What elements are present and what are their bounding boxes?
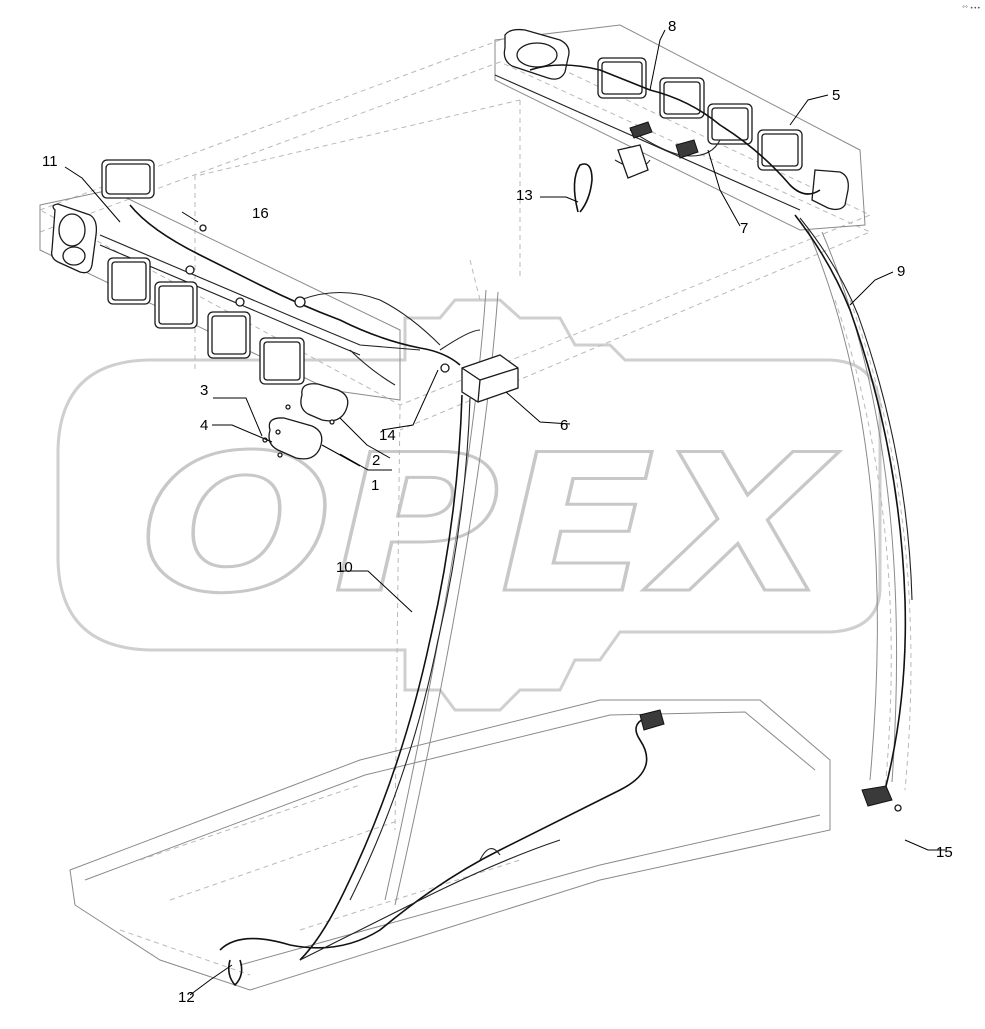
callout-11: 11 [42, 153, 58, 170]
front-work-lamp [154, 281, 198, 329]
rear-work-lamp [757, 129, 803, 171]
cab-floor-outline [69, 699, 831, 991]
callout-12: 12 [178, 989, 195, 1006]
leader-lines [64, 29, 945, 996]
front-work-lamp [207, 311, 251, 359]
front-work-lamp [101, 159, 155, 199]
rear-work-lamp [659, 77, 705, 119]
callout-13: 13 [516, 187, 533, 204]
callout-16: 16 [252, 205, 269, 222]
front-work-lamp [107, 257, 151, 305]
callout-9: 9 [897, 263, 905, 280]
bolt [199, 224, 207, 232]
callout-15: 15 [936, 844, 953, 861]
corner-mark: °° ••• [962, 5, 981, 12]
callout-10: 10 [336, 559, 353, 576]
cable-strap [573, 163, 593, 213]
front-headlamp-left [50, 203, 98, 274]
harness-10 [299, 394, 471, 961]
callout-2: 2 [372, 452, 380, 469]
rear-tail-lamp [811, 169, 849, 211]
watermark-gear [56, 298, 882, 712]
callout-3: 3 [200, 382, 208, 399]
callout-7: 7 [740, 220, 748, 237]
callout-1: 1 [371, 477, 379, 494]
rear-lamp-bar [494, 24, 866, 231]
floor-harness [219, 709, 665, 987]
callout-5: 5 [832, 87, 840, 104]
lamp-lens-cover [268, 383, 349, 460]
rear-wiring-harness [529, 64, 821, 195]
harness-9 [794, 214, 913, 791]
watermark-text: OPEX [140, 414, 840, 635]
beacon-housing [461, 354, 519, 403]
callout-8: 8 [668, 18, 676, 35]
front-wiring-harness [129, 204, 481, 386]
front-work-lamp [259, 337, 305, 385]
callout-4: 4 [200, 417, 208, 434]
rear-work-lamp [707, 103, 753, 145]
callout-14: 14 [379, 427, 396, 444]
rear-headlamp [503, 28, 570, 80]
callout-6: 6 [560, 417, 568, 434]
connector-15 [861, 785, 902, 812]
